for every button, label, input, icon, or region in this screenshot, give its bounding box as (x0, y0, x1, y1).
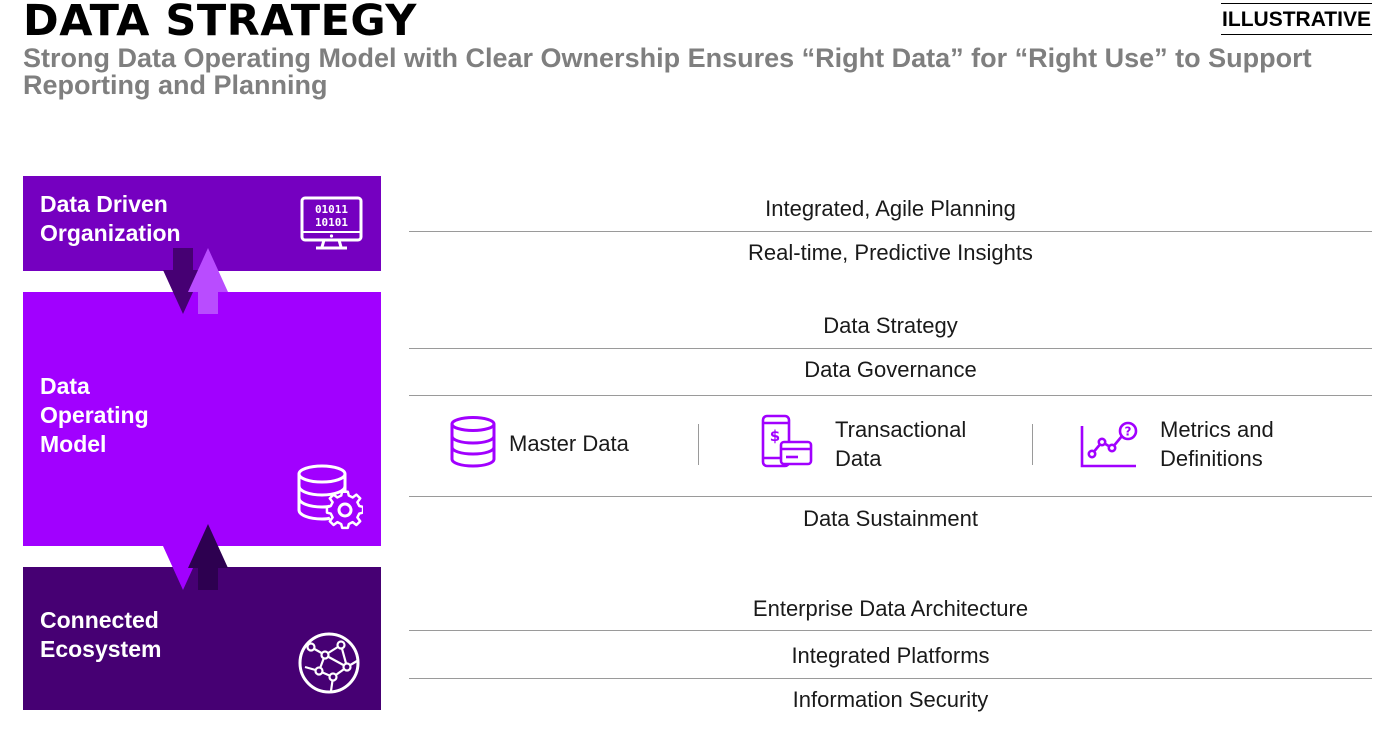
block-label: Data Driven Organization (40, 191, 181, 246)
svg-text:10101: 10101 (315, 216, 348, 229)
bidirectional-arrow-icon (163, 524, 228, 590)
data-type-label: Transactional Data (835, 417, 967, 471)
database-icon (450, 416, 496, 468)
illustrative-badge: ILLUSTRATIVE (1221, 3, 1372, 35)
layer-realtime-predictive-insights: Real-time, Predictive Insights (748, 240, 1033, 265)
page-subtitle: Strong Data Operating Model with Clear O… (23, 43, 1312, 100)
data-type-label: Master Data (509, 431, 629, 456)
metrics-chart-icon: ? (1080, 421, 1138, 468)
block-label: Connected Ecosystem (40, 607, 162, 662)
layer-integrated-platforms: Integrated Platforms (791, 643, 990, 668)
database-gear-icon (297, 464, 363, 530)
data-type-divider (1032, 424, 1033, 465)
svg-text:$: $ (770, 427, 780, 445)
block-data-driven-organization: Data Driven Organization 01011 10101 (23, 176, 381, 271)
bidirectional-arrow-icon (163, 248, 228, 314)
layer-integrated-agile-planning: Integrated, Agile Planning (765, 196, 1016, 221)
phone-payment-icon: $ (761, 414, 813, 468)
block-label: Data Operating Model (40, 373, 149, 457)
layer-data-governance: Data Governance (804, 357, 977, 382)
layer-enterprise-data-architecture: Enterprise Data Architecture (752, 596, 1029, 621)
page-title: DATA STRATEGY (23, 0, 417, 46)
svg-text:?: ? (1125, 425, 1132, 439)
data-type-label: Metrics and Definitions (1160, 417, 1274, 471)
layer-divider (409, 395, 1372, 396)
block-data-operating-model: Data Operating Model (23, 292, 381, 546)
layer-divider (409, 348, 1372, 349)
layer-divider (409, 678, 1372, 679)
layer-divider (409, 231, 1372, 232)
network-globe-icon (298, 632, 360, 694)
layer-data-sustainment: Data Sustainment (803, 506, 978, 531)
layer-divider (409, 496, 1372, 497)
svg-text:01011: 01011 (315, 203, 348, 216)
data-type-divider (698, 424, 699, 465)
layer-data-strategy: Data Strategy (823, 313, 958, 338)
block-connected-ecosystem: Connected Ecosystem (23, 567, 381, 710)
layer-divider (409, 630, 1372, 631)
layer-information-security: Information Security (792, 687, 989, 712)
binary-monitor-icon: 01011 10101 (300, 196, 363, 250)
